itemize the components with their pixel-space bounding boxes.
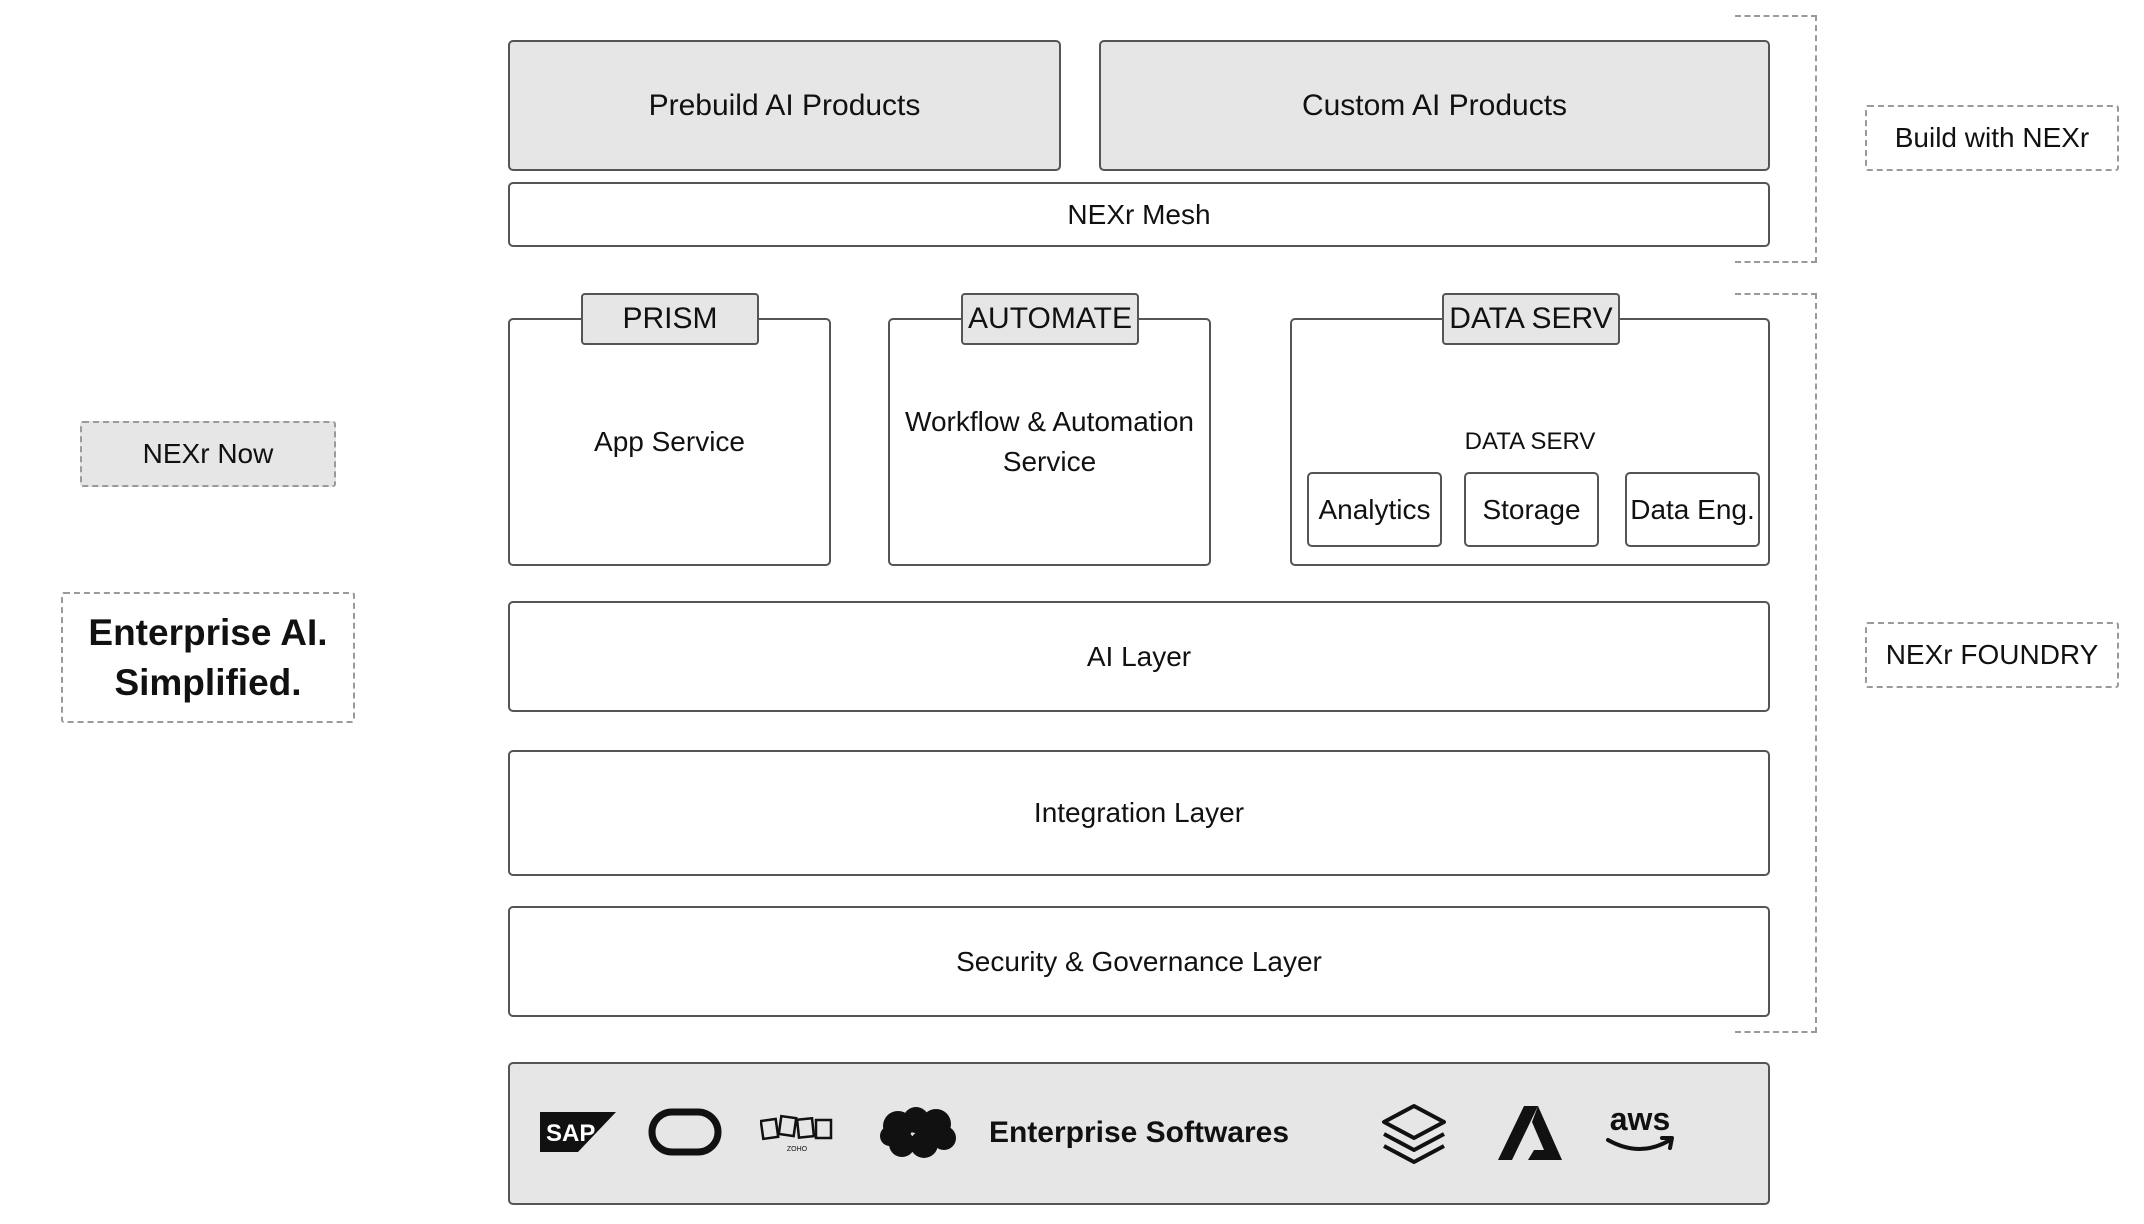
tagline-line2: Simplified. xyxy=(114,661,302,703)
zoho-logo-text: ZOHO xyxy=(787,1146,808,1153)
nexr-foundry-label-box: NEXr FOUNDRY xyxy=(1865,622,2119,688)
automate-service-box: Workflow & Automation Service xyxy=(888,318,1211,566)
build-with-nexr-bracket xyxy=(1735,15,1817,263)
ai-layer-label: AI Layer xyxy=(1086,640,1192,672)
nexr-now-label: NEXr Now xyxy=(142,438,274,469)
dataserv-tab-label: DATA SERV xyxy=(1449,302,1613,335)
zoho-logo-icon: ZOHO xyxy=(760,1114,833,1153)
prebuild-ai-products-label: Prebuild AI Products xyxy=(648,88,921,122)
integration-layer-box: Integration Layer xyxy=(508,750,1770,876)
workflow-automation-label-line2: Service xyxy=(1002,446,1097,477)
security-governance-layer-box: Security & Governance Layer xyxy=(508,906,1770,1017)
prism-tab-label: PRISM xyxy=(622,302,718,335)
app-service-label: App Service xyxy=(594,426,745,457)
automate-tab-label: AUTOMATE xyxy=(968,302,1132,335)
stack-layers-icon xyxy=(1382,1104,1446,1164)
nexr-mesh-box: NEXr Mesh xyxy=(508,182,1770,247)
salesforce-cloud-icon xyxy=(880,1107,956,1158)
data-eng-box: Data Eng. xyxy=(1625,472,1760,547)
nexr-now-box: NEXr Now xyxy=(80,421,336,487)
enterprise-ai-tagline-box: Enterprise AI. Simplified. xyxy=(61,592,355,723)
storage-label: Storage xyxy=(1482,493,1581,525)
prism-service-box: App Service xyxy=(508,318,831,566)
build-with-nexr-label: Build with NEXr xyxy=(1894,122,2090,153)
analytics-box: Analytics xyxy=(1307,472,1442,547)
nexr-foundry-bracket xyxy=(1735,293,1817,1033)
automate-tab: AUTOMATE xyxy=(961,293,1139,345)
data-eng-label: Data Eng. xyxy=(1630,493,1755,525)
custom-ai-products-box: Custom AI Products xyxy=(1099,40,1770,171)
aws-logo-text: aws xyxy=(1610,1101,1670,1137)
azure-logo-icon xyxy=(1498,1106,1562,1160)
dataserv-service-box: DATA SERV Analytics Storage Data Eng. xyxy=(1290,318,1770,566)
custom-ai-products-label: Custom AI Products xyxy=(1301,88,1568,122)
tagline-line1: Enterprise AI. xyxy=(88,611,328,653)
integration-layer-label: Integration Layer xyxy=(1033,797,1245,828)
analytics-label: Analytics xyxy=(1318,493,1431,525)
storage-box: Storage xyxy=(1464,472,1599,547)
prism-tab: PRISM xyxy=(581,293,759,345)
dataserv-inner-label: DATA SERV xyxy=(1464,428,1596,455)
aws-logo-icon: aws xyxy=(1606,1101,1674,1151)
build-with-nexr-label-box: Build with NEXr xyxy=(1865,105,2119,171)
prebuild-ai-products-box: Prebuild AI Products xyxy=(508,40,1061,171)
dataserv-tab: DATA SERV xyxy=(1442,293,1620,345)
nexr-foundry-label: NEXr FOUNDRY xyxy=(1885,639,2099,670)
ai-layer-box: AI Layer xyxy=(508,601,1770,712)
security-governance-layer-label: Security & Governance Layer xyxy=(956,945,1322,977)
sap-logo-text: SAP xyxy=(546,1120,595,1147)
enterprise-softwares-label: Enterprise Softwares xyxy=(988,1116,1290,1149)
sap-logo-icon: SAP xyxy=(540,1112,616,1152)
workflow-automation-label-line1: Workflow & Automation xyxy=(905,406,1194,437)
nexr-mesh-label: NEXr Mesh xyxy=(1067,198,1211,230)
enterprise-softwares-box: SAP ZOHO Enterprise Softwares aws xyxy=(508,1062,1770,1205)
oracle-logo-icon xyxy=(648,1108,722,1156)
